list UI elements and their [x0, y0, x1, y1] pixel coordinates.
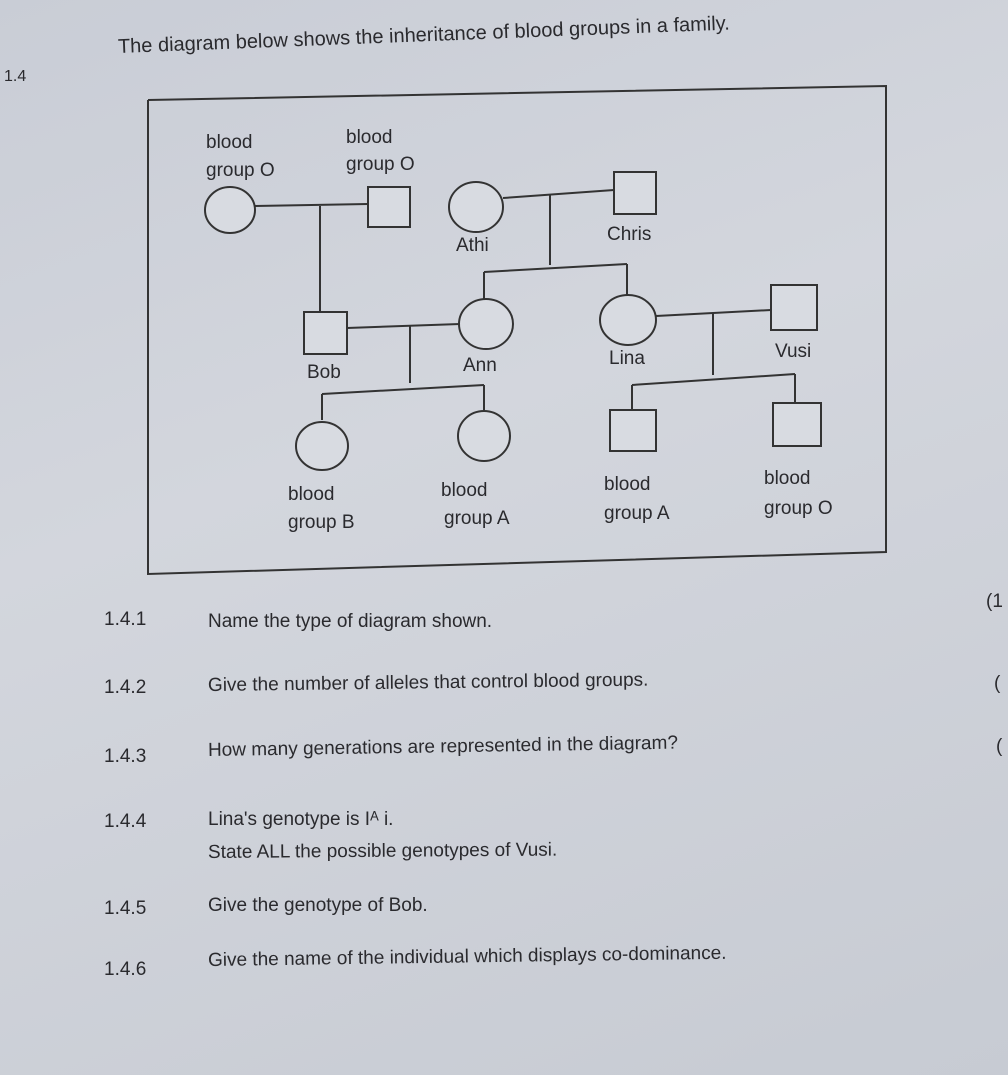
subquestion-number: 1.4.5: [104, 898, 147, 919]
question-number: 1.4: [4, 68, 27, 85]
top-left-label-line-2: group O: [206, 160, 275, 181]
top-left-label-line-1: blood: [206, 132, 253, 153]
child-1-label-line-1: blood: [288, 484, 335, 505]
pedigree-diagram: blood group O blood group O Athi Chris B…: [147, 84, 887, 576]
name-lina: Lina: [609, 348, 645, 369]
name-chris: Chris: [607, 224, 651, 245]
child-2-label-line-2: group A: [444, 508, 510, 529]
child-4-label-line-1: blood: [764, 468, 811, 489]
child-1-circle: [295, 421, 349, 471]
child-3-square: [609, 409, 657, 452]
marriage-line-athi-chris: [502, 189, 615, 199]
child-3-label-line-2: group A: [604, 503, 670, 524]
vusi-square: [770, 284, 818, 331]
sibship-line-bob-ann-children: [321, 384, 485, 395]
marriage-line-bob-ann: [346, 323, 461, 329]
child-2-circle: [457, 410, 511, 462]
ann-circle: [458, 298, 514, 350]
name-ann: Ann: [463, 355, 497, 376]
top-right-label-line-1: blood: [346, 127, 393, 148]
lina-circle: [599, 294, 657, 346]
subquestion-text: Give the number of alleles that control …: [207, 669, 649, 696]
subquestion-number: 1.4.3: [104, 746, 147, 767]
subquestion-number: 1.4.1: [104, 609, 147, 630]
subquestion-text: Give the genotype of Bob.: [208, 895, 428, 916]
chris-square: [613, 171, 657, 215]
subquestion-text: Give the name of the individual which di…: [207, 942, 727, 971]
child-2-label-line-1: blood: [441, 480, 488, 501]
grandfather-left-square: [367, 186, 411, 228]
grandmother-left-circle: [204, 186, 256, 234]
subquestion-text: Lina's genotype is Iᴬ i.: [208, 809, 394, 830]
name-vusi: Vusi: [775, 341, 811, 362]
sibship-line-ann-lina: [483, 263, 628, 273]
bob-square: [303, 311, 348, 355]
subquestion-number: 1.4.4: [104, 811, 147, 832]
subquestion-mark: (: [996, 736, 1003, 757]
diagram-border: [147, 84, 887, 576]
marriage-line-g1-left: [254, 203, 369, 207]
child-4-label-line-2: group O: [764, 498, 833, 519]
subquestion-number: 1.4.2: [104, 677, 147, 698]
sibship-line-lina-vusi-children: [631, 373, 796, 386]
child-4-square: [772, 402, 822, 447]
top-right-label-line-2: group O: [346, 154, 415, 175]
child-1-label-line-2: group B: [288, 512, 355, 533]
athi-circle: [448, 181, 504, 233]
subquestion-number: 1.4.6: [104, 959, 147, 980]
child-3-label-line-1: blood: [604, 474, 651, 495]
name-athi: Athi: [456, 235, 489, 256]
subquestion-text: How many generations are represented in …: [207, 732, 679, 761]
subquestion-mark: (: [994, 673, 1001, 694]
subquestion-text: State ALL the possible genotypes of Vusi…: [207, 839, 558, 863]
name-bob: Bob: [307, 362, 341, 383]
subquestion-mark: (1: [986, 591, 1003, 612]
subquestion-text: Name the type of diagram shown.: [208, 611, 493, 632]
